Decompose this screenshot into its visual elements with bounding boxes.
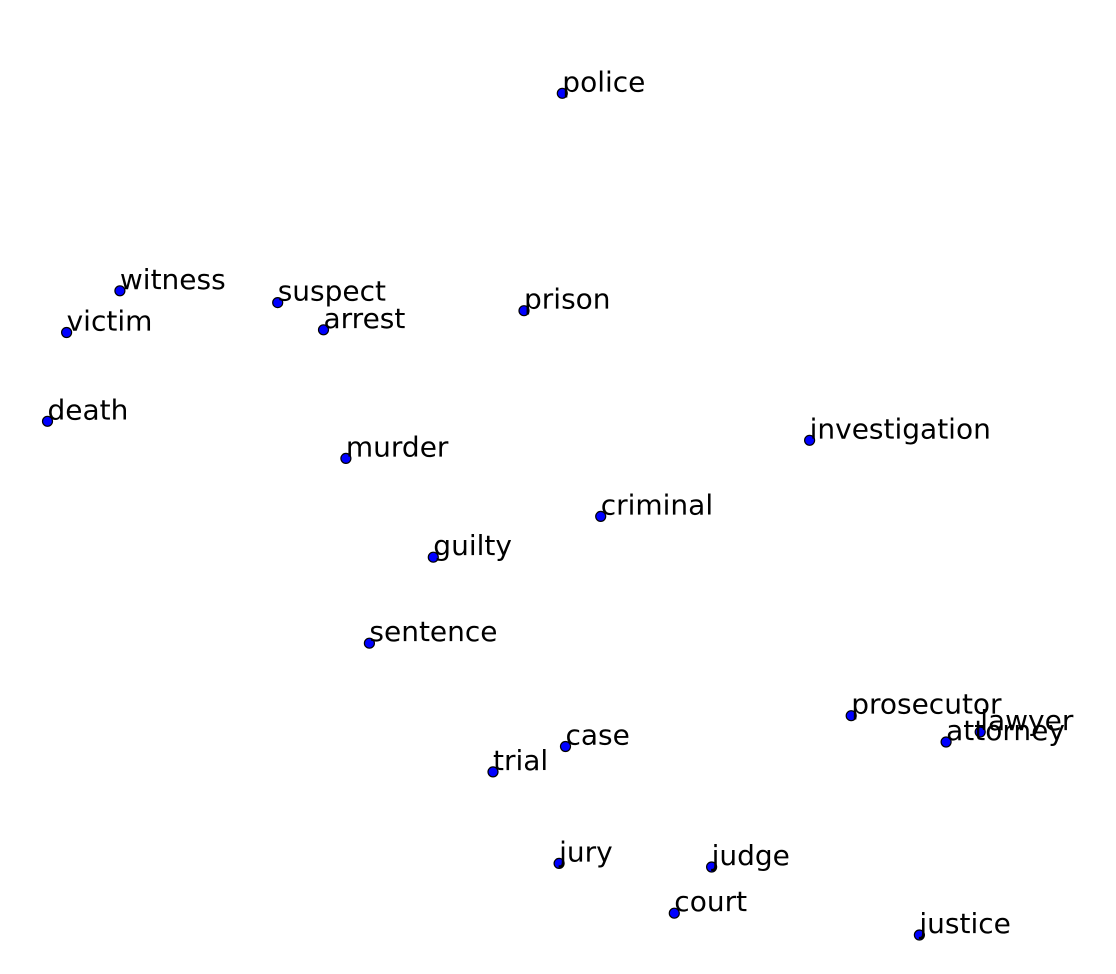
point-label-judge: judge xyxy=(711,839,790,872)
point-label-guilty: guilty xyxy=(433,529,512,562)
point-label-investigation: investigation xyxy=(810,412,991,445)
scatter-point-case xyxy=(559,740,572,753)
point-label-victim: victim xyxy=(67,305,153,338)
scatter-point-trial xyxy=(487,766,499,778)
scatter-point-death xyxy=(41,415,54,427)
scatter-point-jury xyxy=(553,857,565,870)
scatter-point-justice xyxy=(913,929,926,941)
point-label-arrest: arrest xyxy=(324,302,406,335)
scatter-point-sentence xyxy=(363,637,375,649)
scatter-point-lawyer xyxy=(974,726,986,738)
point-label-criminal: criminal xyxy=(601,488,713,521)
point-label-police: police xyxy=(562,65,645,98)
scatter-point-criminal xyxy=(595,510,607,523)
scatter-point-judge xyxy=(705,861,718,873)
scatter-point-murder xyxy=(340,452,352,464)
point-label-jury: jury xyxy=(558,835,613,868)
scatter-point-prison xyxy=(518,305,530,317)
point-label-lawyer: lawyer xyxy=(980,704,1074,737)
point-label-justice: justice xyxy=(918,907,1011,940)
point-label-murder: murder xyxy=(346,430,449,463)
point-label-court: court xyxy=(674,885,747,918)
point-label-case: case xyxy=(566,719,630,752)
scatter-point-suspect xyxy=(272,297,284,309)
point-label-attorney: attorney xyxy=(946,714,1065,747)
scatter-point-attorney xyxy=(940,736,952,748)
point-label-prosecutor: prosecutor xyxy=(851,688,1002,721)
scatter-point-prosecutor xyxy=(845,710,857,722)
point-label-suspect: suspect xyxy=(278,275,386,308)
scatter-point-court xyxy=(668,907,680,919)
labels-layer: police witness suspect victim arrest prison de… xyxy=(48,65,1074,940)
points-layer xyxy=(41,87,986,941)
scatter-point-police xyxy=(556,87,568,99)
point-label-prison: prison xyxy=(524,283,611,316)
point-label-trial: trial xyxy=(493,744,548,777)
scatter-point-guilty xyxy=(427,551,439,563)
point-label-sentence: sentence xyxy=(369,615,497,648)
scatter-point-arrest xyxy=(317,324,330,336)
scatter-point-victim xyxy=(60,326,73,339)
scatter-point-witness xyxy=(114,285,126,297)
point-label-witness: witness xyxy=(120,263,226,296)
scatter-point-investigation xyxy=(803,434,816,446)
point-label-death: death xyxy=(48,393,129,426)
